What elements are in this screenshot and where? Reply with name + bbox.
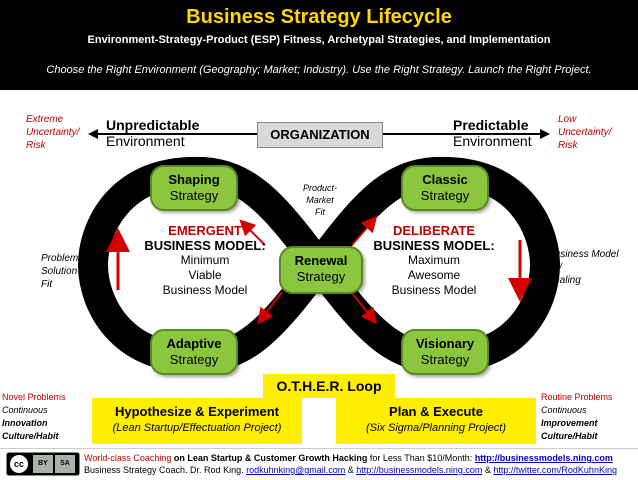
business-model-fit: Business Model Fit/ Scaling [548, 248, 633, 287]
page-tagline: Choose the Right Environment (Geography;… [46, 64, 592, 76]
other-loop-label: O.T.H.E.R. Loop [263, 374, 395, 398]
env-right-line2: Environment [453, 133, 532, 149]
pmf-line2: Market [306, 195, 334, 205]
emergent-line4: Viable [188, 268, 222, 282]
emergent-line1: EMERGENT [168, 223, 242, 238]
psf-line3: Fit [41, 279, 53, 290]
footer-link-ning-2[interactable]: http://businessmodels.ning.com [356, 465, 483, 475]
routine-problems-heading: Routine Problems [541, 392, 613, 402]
visionary-subtitle: Strategy [420, 352, 470, 367]
novel-problems: Novel Problems Continuous Innovation Cul… [2, 391, 92, 443]
routine-problems-line2: Improvement [541, 418, 598, 428]
novel-problems-line1: Continuous [2, 405, 48, 415]
env-left-line2: Environment [106, 133, 185, 149]
adaptive-subtitle: Strategy [169, 352, 219, 367]
novel-problems-line3: Culture/Habit [2, 431, 59, 441]
emergent-business-model: EMERGENT BUSINESS MODEL: Minimum Viable … [140, 223, 270, 298]
classic-subtitle: Strategy [420, 188, 470, 203]
footer [0, 448, 638, 480]
routine-problems: Routine Problems Continuous Improvement … [541, 391, 636, 443]
arrow-to-shaping [239, 219, 266, 246]
renewal-subtitle: Strategy [296, 269, 346, 284]
env-left-line1: Unpredictable [106, 117, 200, 133]
novel-problems-line2: Innovation [2, 418, 48, 428]
deliberate-line2: BUSINESS MODEL: [373, 238, 495, 253]
footer-link-ning[interactable]: http://businessmodels.ning.com [474, 453, 613, 463]
pmf-line1: Product- [302, 183, 337, 193]
routine-problems-line1: Continuous [541, 405, 587, 415]
footer-amp1: & [345, 465, 357, 475]
hypothesize-title: Hypothesize & Experiment [115, 404, 279, 419]
cc-license-badge[interactable]: cc BY SA [6, 452, 80, 476]
risk-left-line1: Extreme [26, 114, 64, 125]
shaping-subtitle: Strategy [169, 188, 219, 203]
psf-line1: Problem- [41, 253, 82, 264]
adaptive-strategy: Adaptive Strategy [150, 329, 238, 375]
renewal-strategy: Renewal Strategy [279, 246, 363, 294]
footer-text: World-class Coaching on Lean Startup & C… [84, 452, 636, 476]
shaping-title: Shaping [168, 172, 220, 187]
renewal-title: Renewal [294, 253, 348, 268]
footer-line1: World-class Coaching on Lean Startup & C… [84, 452, 636, 464]
footer-line1-bold: on Lean Startup & Customer Growth Hackin… [173, 453, 368, 463]
risk-left-line2: Uncertainty/ [26, 127, 80, 138]
emergent-line3: Minimum [180, 253, 230, 267]
header-banner [0, 0, 638, 90]
page-subtitle: Environment-Strategy-Product (ESP) Fitne… [87, 34, 551, 46]
deliberate-line1: DELIBERATE [392, 223, 476, 238]
deliberate-line4: Awesome [407, 268, 461, 282]
plan-execute-subtitle: (Six Sigma/Planning Project) [365, 422, 506, 434]
classic-title: Classic [422, 172, 468, 187]
arrow-to-adaptive [257, 291, 283, 325]
hypothesize-subtitle: (Lean Startup/Effectuation Project) [112, 422, 282, 434]
shaping-strategy: Shaping Strategy [150, 165, 238, 211]
organization-label: ORGANIZATION [257, 122, 383, 148]
risk-right-label: Low Uncertainty/ Risk [558, 113, 633, 152]
risk-right-line3: Risk [558, 140, 578, 151]
hypothesize-experiment-box: Hypothesize & Experiment (Lean Startup/E… [92, 398, 302, 444]
bmf-line3: Scaling [548, 275, 581, 286]
problem-solution-fit: Problem- Solution Fit [41, 252, 91, 291]
footer-line1-mid: for Less Than $10/Month: [367, 453, 475, 463]
deliberate-business-model: DELIBERATE BUSINESS MODEL: Maximum Aweso… [369, 223, 499, 298]
deliberate-line3: Maximum [407, 253, 460, 267]
pmf-line3: Fit [315, 207, 325, 217]
cc-icon: cc [10, 455, 28, 473]
emergent-line2: BUSINESS MODEL: [144, 238, 266, 253]
footer-line1-pre: World-class Coaching [84, 453, 174, 463]
adaptive-title: Adaptive [166, 336, 222, 351]
routine-problems-line3: Culture/Habit [541, 431, 598, 441]
arrow-to-classic [351, 215, 378, 246]
risk-right-line2: Uncertainty/ [558, 127, 612, 138]
bmf-line2: Fit/ [548, 262, 562, 273]
plan-execute-title: Plan & Execute [389, 404, 483, 419]
env-right-label: Predictable Environment [453, 117, 532, 149]
plan-execute-box: Plan & Execute (Six Sigma/Planning Proje… [336, 398, 536, 444]
sa-icon: SA [55, 455, 75, 473]
footer-line2-pre: Business Strategy Coach. Dr. Rod King. [84, 465, 247, 475]
footer-line2: Business Strategy Coach. Dr. Rod King. r… [84, 464, 636, 476]
by-icon: BY [33, 455, 53, 473]
novel-problems-heading: Novel Problems [2, 392, 66, 402]
risk-right-line1: Low [558, 114, 577, 125]
classic-strategy: Classic Strategy [401, 165, 489, 211]
env-right-line1: Predictable [453, 117, 529, 133]
risk-left-line3: Risk [26, 140, 46, 151]
arrow-to-visionary [351, 292, 377, 325]
psf-line2: Solution [41, 266, 78, 277]
footer-amp2: & [482, 465, 494, 475]
risk-left-label: Extreme Uncertainty/ Risk [26, 113, 96, 152]
footer-email-link[interactable]: rodkuhnking@gmail.com [246, 465, 346, 475]
env-left-label: Unpredictable Environment [106, 117, 199, 149]
product-market-fit: Product- Market Fit [290, 182, 350, 218]
footer-link-twitter[interactable]: http://twitter.com/RodKuhnKing [493, 465, 617, 475]
page-title: Business Strategy Lifecycle [186, 6, 452, 28]
emergent-line5: Business Model [162, 283, 248, 297]
visionary-title: Visionary [415, 336, 475, 351]
deliberate-line5: Business Model [391, 283, 477, 297]
visionary-strategy: Visionary Strategy [401, 329, 489, 375]
bmf-line1: Business Model [548, 249, 619, 260]
